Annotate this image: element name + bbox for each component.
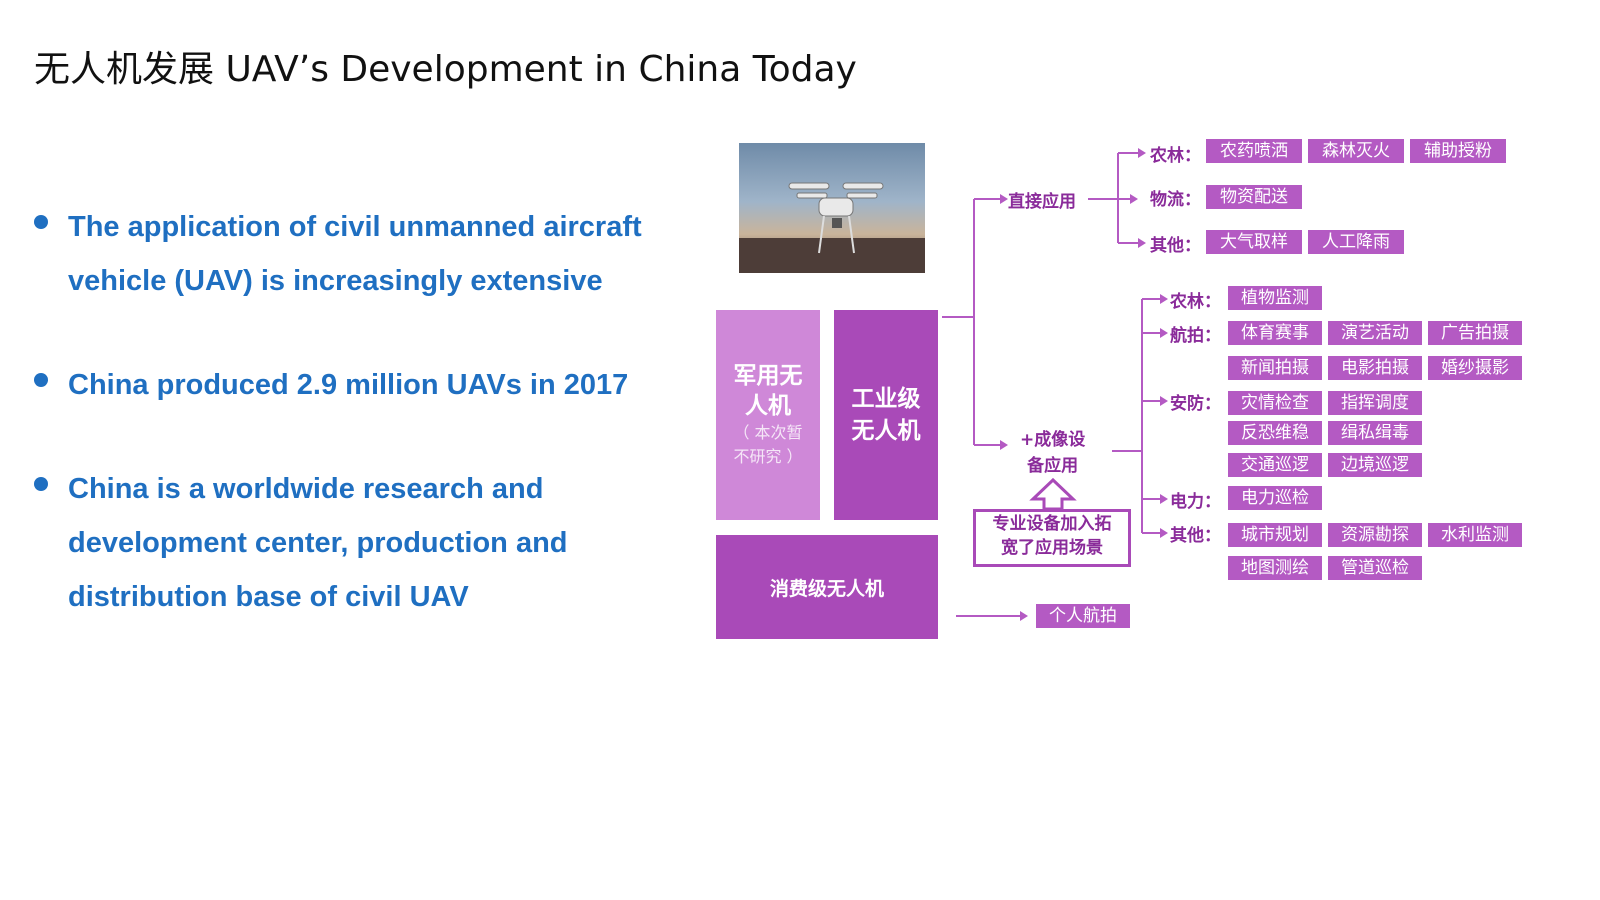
application-tag: 农药喷洒 (1206, 139, 1302, 163)
military-uav-note-2: 不研究 ） (733, 447, 803, 466)
application-tag: 演艺活动 (1328, 321, 1422, 345)
application-tag: 电力巡检 (1228, 486, 1322, 510)
note-line: 专业设备加入拓 (992, 514, 1112, 534)
application-tag: 管道巡检 (1328, 556, 1422, 580)
application-tag: 边境巡逻 (1328, 453, 1422, 477)
application-tag: 电影拍摄 (1328, 356, 1422, 380)
application-tag: 广告拍摄 (1428, 321, 1522, 345)
bullet-text: The application of civil unmanned aircra… (68, 211, 642, 297)
imaging-application-line: +成像设 (1020, 430, 1086, 450)
bullet-item: China produced 2.9 million UAVs in 2017 (34, 358, 684, 412)
application-tag: 辅助授粉 (1410, 139, 1506, 163)
note-line-2: 宽了应用场景 (1001, 538, 1103, 558)
application-tag: 缉私缉毒 (1328, 421, 1422, 445)
application-tag: 灾情检查 (1228, 391, 1322, 415)
drone-icon (739, 182, 925, 273)
application-tag: 反恐维稳 (1228, 421, 1322, 445)
application-tag: 人工降雨 (1308, 230, 1404, 254)
industrial-uav-label-2: 无人机 (851, 418, 921, 444)
application-tag: 植物监测 (1228, 286, 1322, 310)
page-title: 无人机发展 UAV’s Development in China Today (34, 49, 857, 90)
consumer-uav-block: 消费级无人机 (716, 535, 938, 639)
bullet-text: China is a worldwide research and develo… (68, 473, 568, 613)
imaging-group-label-power: 电力： (1170, 492, 1221, 512)
military-uav-label-2: 人机 (745, 393, 791, 419)
application-tag: 婚纱摄影 (1428, 356, 1522, 380)
professional-equipment-note: 专业设备加入拓 宽了应用场景 (973, 509, 1131, 567)
direct-group-label-agri: 农林： (1150, 146, 1201, 166)
direct-application-label: 直接应用 (1008, 192, 1076, 212)
industrial-uav-block: 工业级 无人机 (834, 310, 938, 520)
military-uav-block: 军用无 人机 （ 本次暂 不研究 ） (716, 310, 820, 520)
imaging-application-label: +成像设 备应用 (1020, 427, 1085, 479)
bullet-dot-icon (34, 215, 48, 229)
application-tag: 体育赛事 (1228, 321, 1322, 345)
bullet-dot-icon (34, 477, 48, 491)
bullet-item: The application of civil unmanned aircra… (34, 200, 684, 308)
military-uav-note: （ 本次暂 (733, 423, 803, 442)
military-uav-label: 军用无 (733, 363, 803, 389)
application-tag: 大气取样 (1206, 230, 1302, 254)
application-tag: 交通巡逻 (1228, 453, 1322, 477)
application-tag: 城市规划 (1228, 523, 1322, 547)
imaging-group-label-agri: 农林： (1170, 292, 1221, 312)
uav-application-diagram: 军用无 人机 （ 本次暂 不研究 ） 工业级 无人机 消费级无人机 直接应用 +… (716, 135, 1580, 655)
personal-aerial-tag: 个人航拍 (1036, 604, 1130, 628)
imaging-group-label-aerial: 航拍： (1170, 326, 1221, 346)
application-tag: 水利监测 (1428, 523, 1522, 547)
application-tag: 新闻拍摄 (1228, 356, 1322, 380)
bullet-item: China is a worldwide research and develo… (34, 462, 684, 624)
bullet-list: The application of civil unmanned aircra… (34, 200, 684, 674)
application-tag: 地图测绘 (1228, 556, 1322, 580)
imaging-application-line-2: 备应用 (1027, 456, 1079, 476)
bullet-text: China produced 2.9 million UAVs in 2017 (68, 369, 629, 401)
industrial-uav-label: 工业级 (851, 386, 921, 412)
application-tag: 物资配送 (1206, 185, 1302, 209)
drone-photo (739, 143, 925, 273)
imaging-group-label-security: 安防： (1170, 394, 1221, 414)
application-tag: 资源勘探 (1328, 523, 1422, 547)
bullet-dot-icon (34, 373, 48, 387)
imaging-group-label-other: 其他： (1170, 526, 1221, 546)
direct-group-label-other: 其他： (1150, 236, 1201, 256)
connector-lines (942, 148, 1168, 621)
application-tag: 森林灭火 (1308, 139, 1404, 163)
application-tag: 指挥调度 (1328, 391, 1422, 415)
direct-group-label-logistics: 物流： (1150, 190, 1201, 210)
consumer-uav-label: 消费级无人机 (769, 577, 884, 600)
